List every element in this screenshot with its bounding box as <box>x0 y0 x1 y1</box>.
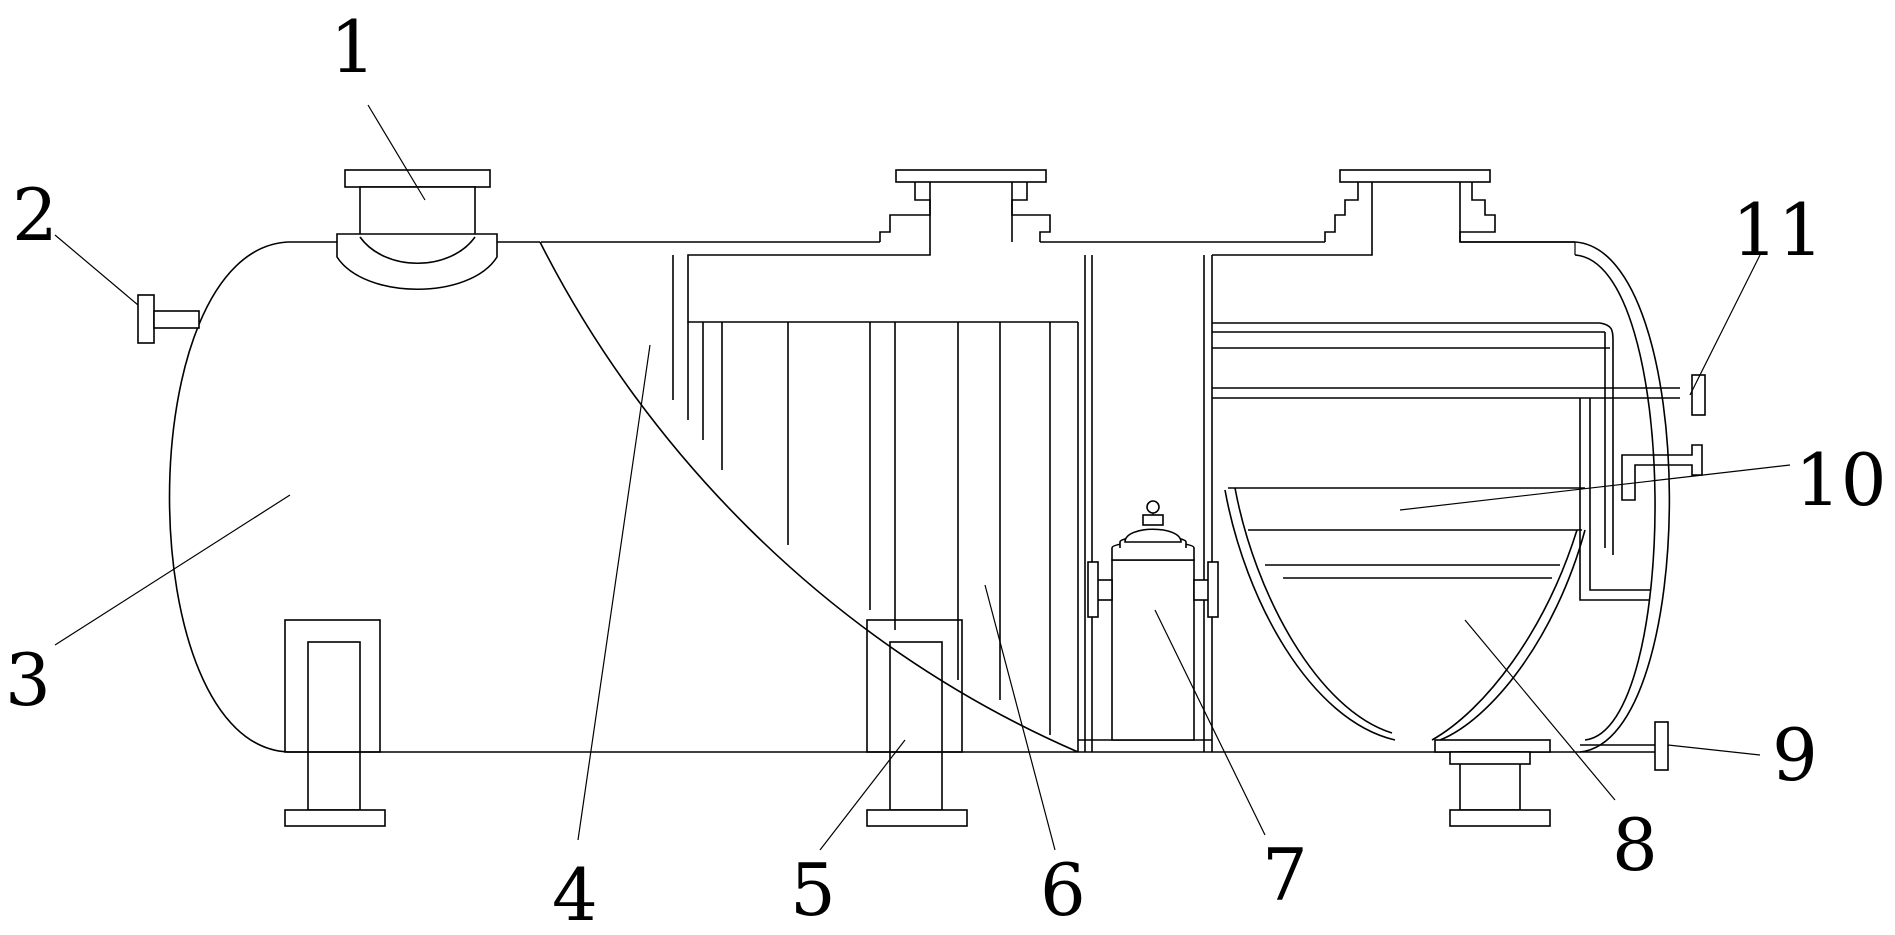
inclined-baffle <box>539 241 1079 753</box>
leader-lines <box>54 104 1791 851</box>
top-nozzle-right <box>1212 169 1575 256</box>
vessel-shell <box>168 241 1671 753</box>
callout-7: 7 <box>1262 833 1308 917</box>
callout-1: 1 <box>330 5 376 89</box>
callout-2: 2 <box>12 173 58 257</box>
callout-5: 5 <box>790 848 836 932</box>
leader-11 <box>1689 254 1761 396</box>
support-right <box>1449 751 1551 827</box>
callout-4: 4 <box>552 853 598 935</box>
side-nozzle <box>137 294 200 344</box>
bottom-drain <box>1434 721 1669 771</box>
support-middle <box>866 619 968 827</box>
callout-9: 9 <box>1772 713 1818 797</box>
leader-4 <box>577 344 651 841</box>
support-left <box>284 619 386 827</box>
leader-10 <box>1399 464 1791 511</box>
partition-walls <box>1203 255 1213 752</box>
callout-3: 3 <box>5 638 51 722</box>
callout-10: 10 <box>1795 438 1887 522</box>
leader-1 <box>367 104 426 201</box>
callout-6: 6 <box>1040 848 1086 932</box>
vertical-plate-pack <box>672 255 1212 752</box>
leader-2 <box>54 234 139 306</box>
filter-housing <box>1087 500 1219 741</box>
leader-3 <box>54 494 291 646</box>
top-nozzle-center <box>687 169 1078 323</box>
leader-5 <box>819 739 906 851</box>
leader-8 <box>1464 619 1616 801</box>
leader-9 <box>1667 744 1761 756</box>
right-chamber-internals <box>1212 322 1706 741</box>
callout-11: 11 <box>1732 188 1824 272</box>
callout-numbers: 1 2 3 4 5 6 7 8 9 10 11 <box>5 5 1887 935</box>
callout-8: 8 <box>1612 803 1658 887</box>
inlet-nozzle <box>336 169 498 290</box>
leader-7 <box>1154 609 1266 836</box>
leader-6 <box>984 584 1056 851</box>
